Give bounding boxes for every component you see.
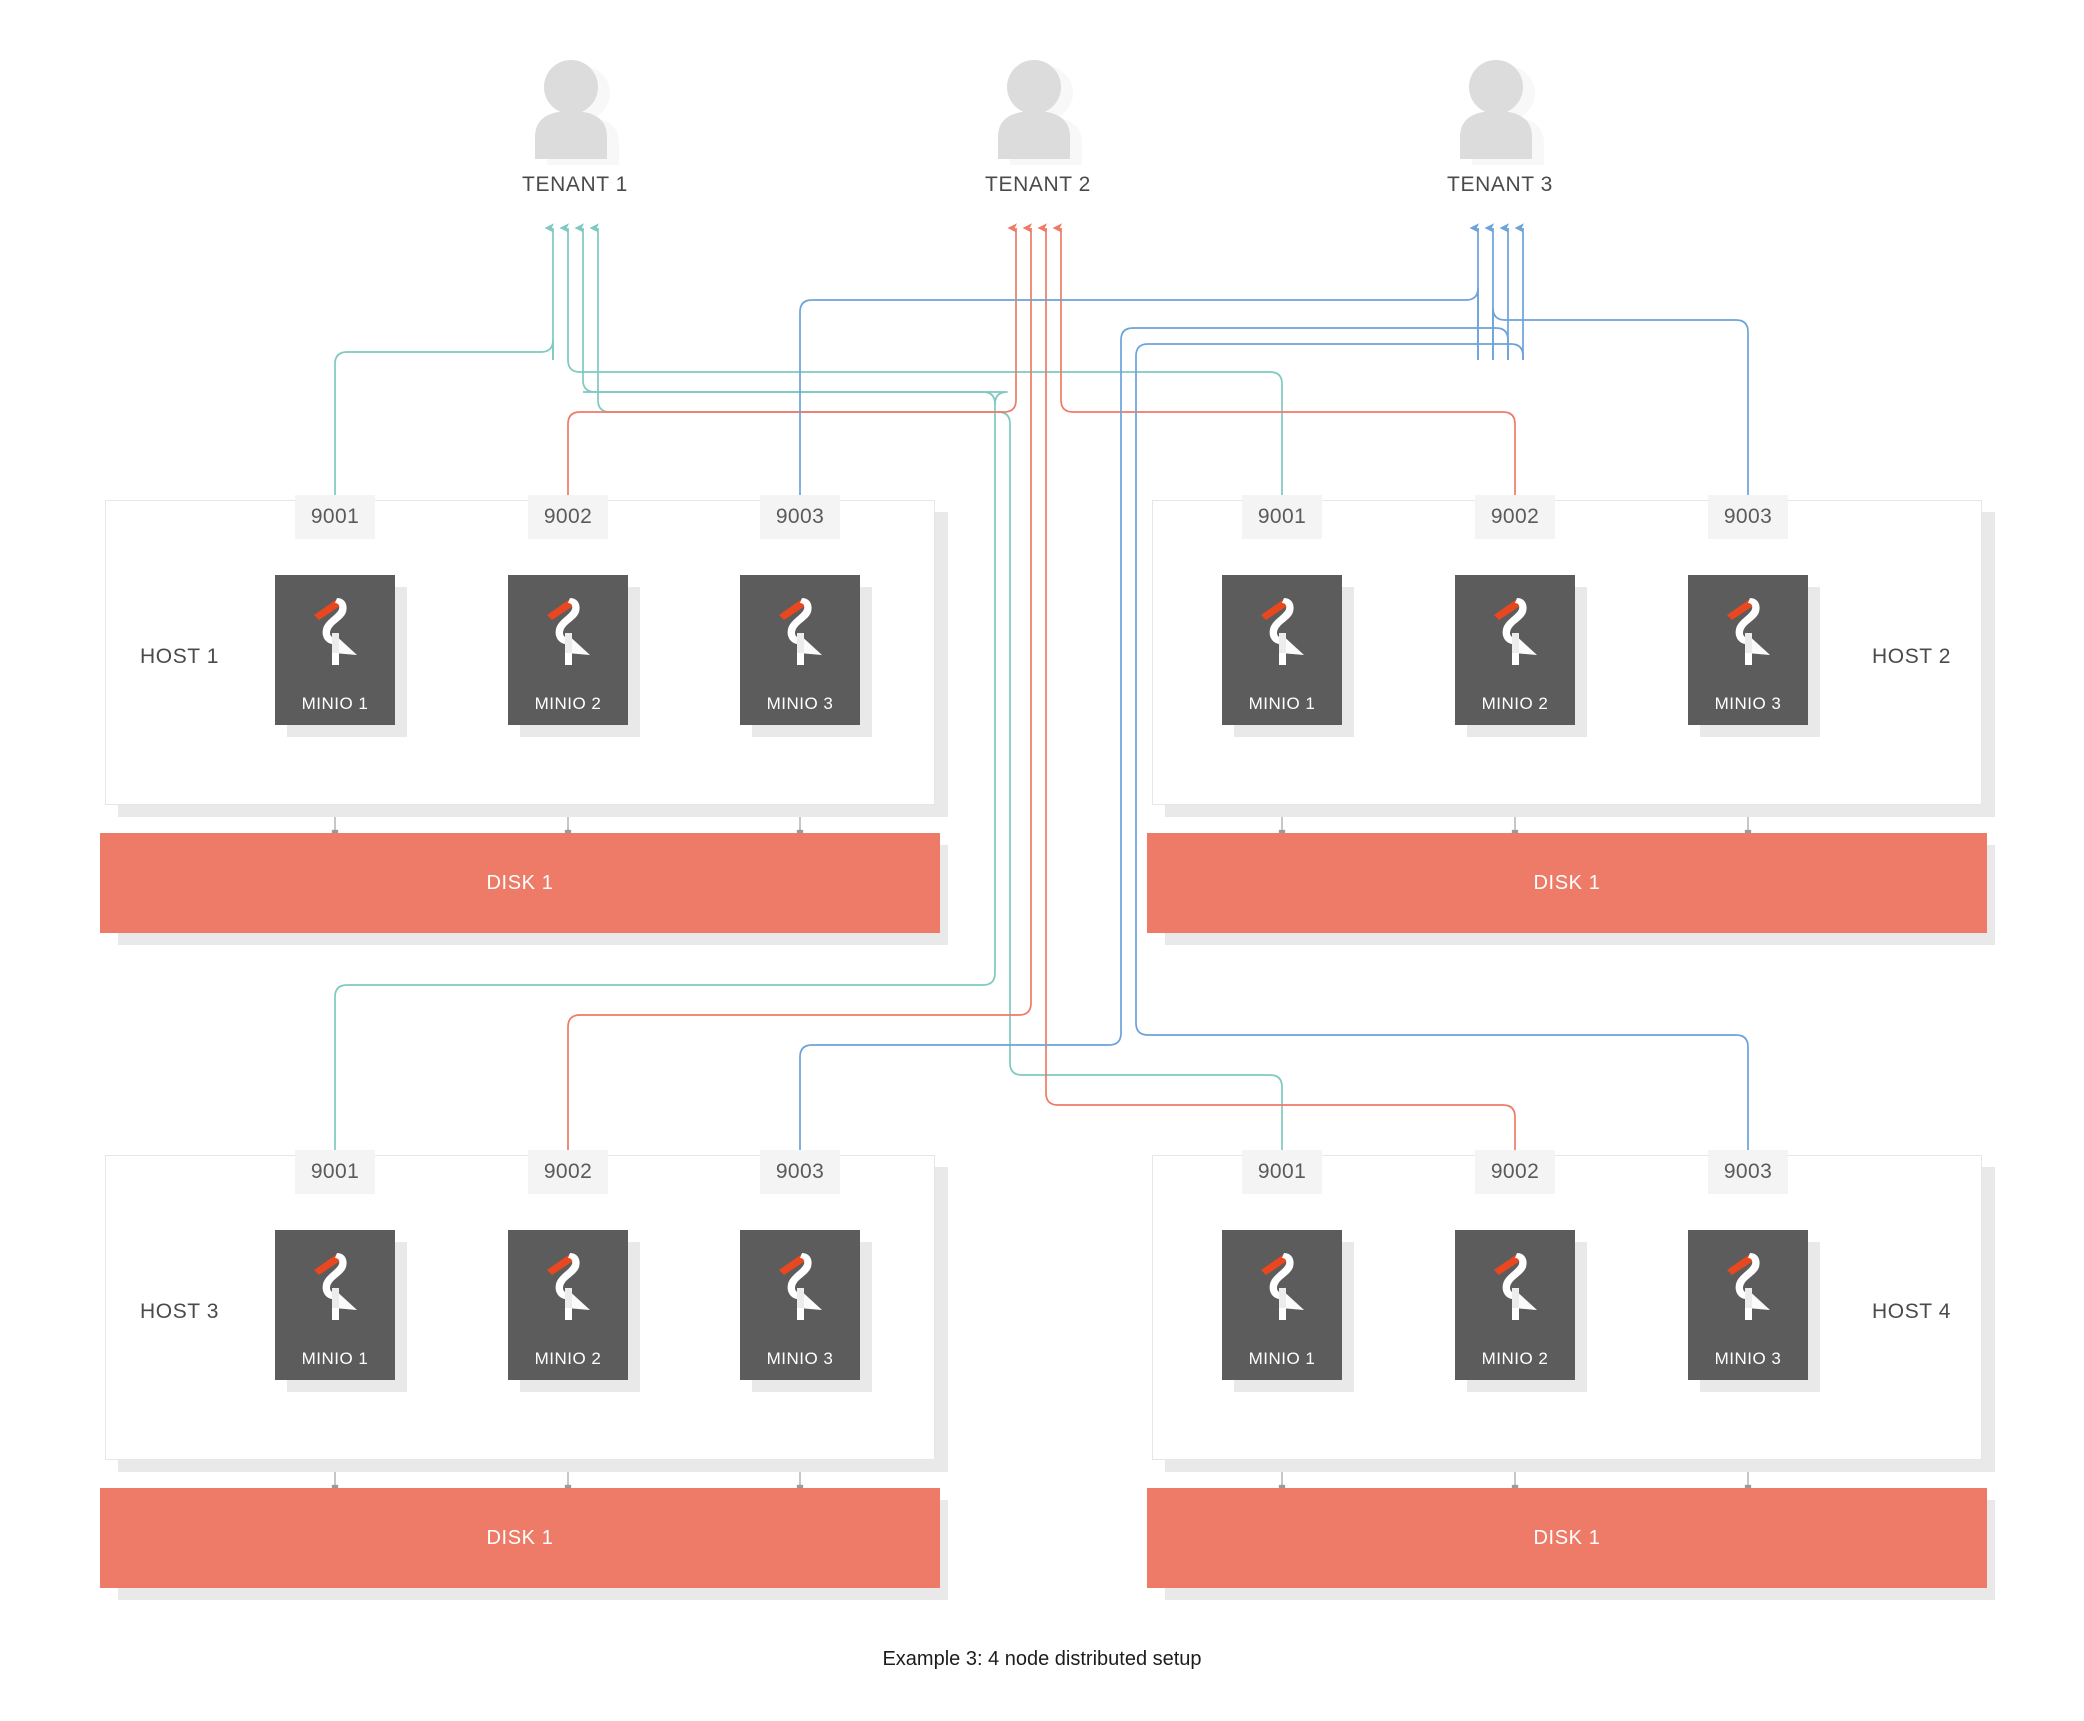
host-2-minio-2[interactable]: MINIO 2 xyxy=(1455,575,1575,725)
wire-h2-9002-tenant2 xyxy=(1060,360,1516,495)
node-label: MINIO 2 xyxy=(1481,1349,1549,1368)
minio-stork-icon xyxy=(314,598,357,665)
host-1-port-9003[interactable]: 9003 xyxy=(760,495,840,539)
tenant-label: TENANT 2 xyxy=(985,173,1091,196)
minio-stork-icon xyxy=(1727,598,1770,665)
tenant-1[interactable]: TENANT 1 xyxy=(475,55,675,197)
wire-h2-9003-tenant3 xyxy=(1492,307,1749,495)
host-3-minio-3[interactable]: MINIO 3 xyxy=(740,1230,860,1380)
host-3-disk: DISK 1 xyxy=(100,1488,940,1588)
minio-stork-icon xyxy=(1261,598,1304,665)
tenant1-arrow-stubs xyxy=(544,223,600,360)
host-1-minio-1[interactable]: MINIO 1 xyxy=(275,575,395,725)
minio-stork-icon xyxy=(1261,1253,1304,1320)
host-4-minio-2[interactable]: MINIO 2 xyxy=(1455,1230,1575,1380)
user-avatar-icon xyxy=(1460,60,1532,159)
host-3-label: HOST 3 xyxy=(140,1300,220,1323)
host-3-minio-2[interactable]: MINIO 2 xyxy=(508,1230,628,1380)
minio-stork-icon xyxy=(779,1253,822,1320)
node-label: MINIO 2 xyxy=(1481,694,1549,713)
host-1-label: HOST 1 xyxy=(140,645,220,668)
minio-stork-icon xyxy=(314,1253,357,1320)
node-label: MINIO 3 xyxy=(1714,1349,1782,1368)
node-label: MINIO 3 xyxy=(766,694,834,713)
minio-stork-icon xyxy=(1727,1253,1770,1320)
host-3-minio-1[interactable]: MINIO 1 xyxy=(275,1230,395,1380)
host-2-port-9001[interactable]: 9001 xyxy=(1242,495,1322,539)
tenant2-arrow-stubs xyxy=(1007,223,1063,360)
host-4-label: HOST 4 xyxy=(1872,1300,1952,1323)
node-label: MINIO 1 xyxy=(1248,1349,1316,1368)
host-2-label: HOST 2 xyxy=(1872,645,1952,668)
tenant-2[interactable]: TENANT 2 xyxy=(938,55,1138,197)
host-1-port-9002[interactable]: 9002 xyxy=(528,495,608,539)
node-label: MINIO 3 xyxy=(1714,694,1782,713)
avatar xyxy=(529,55,621,165)
host-3-port-9002[interactable]: 9002 xyxy=(528,1150,608,1194)
host-2-disk: DISK 1 xyxy=(1147,833,1987,933)
node-label: MINIO 2 xyxy=(534,694,602,713)
minio-stork-icon xyxy=(1494,1253,1537,1320)
user-avatar-icon xyxy=(535,60,607,159)
node-label: MINIO 1 xyxy=(1248,694,1316,713)
wire-h1-9002-tenant2 xyxy=(567,360,1017,495)
host-1-minio-2[interactable]: MINIO 2 xyxy=(508,575,628,725)
host-1-port-9001[interactable]: 9001 xyxy=(295,495,375,539)
host-4-disk: DISK 1 xyxy=(1147,1488,1987,1588)
node-label: MINIO 2 xyxy=(534,1349,602,1368)
node-label: MINIO 3 xyxy=(766,1349,834,1368)
host-4-port-9002[interactable]: 9002 xyxy=(1475,1150,1555,1194)
host-4-minio-3[interactable]: MINIO 3 xyxy=(1688,1230,1808,1380)
wire-h1-9003-tenant3 xyxy=(799,287,1479,495)
host-3-port-9003[interactable]: 9003 xyxy=(760,1150,840,1194)
minio-stork-icon xyxy=(1494,598,1537,665)
minio-stork-icon xyxy=(547,1253,590,1320)
node-label: MINIO 1 xyxy=(301,1349,369,1368)
host-3-port-9001[interactable]: 9001 xyxy=(295,1150,375,1194)
host-4-minio-1[interactable]: MINIO 1 xyxy=(1222,1230,1342,1380)
wire-h2-9001-tenant1 xyxy=(567,359,1283,495)
avatar xyxy=(1454,55,1546,165)
host-2-port-9002[interactable]: 9002 xyxy=(1475,495,1555,539)
diagram-caption: Example 3: 4 node distributed setup xyxy=(882,1648,1202,1670)
user-avatar-icon xyxy=(998,60,1070,159)
tenant3-arrow-stubs xyxy=(1469,223,1525,360)
tenant-3[interactable]: TENANT 3 xyxy=(1400,55,1600,197)
host-2-port-9003[interactable]: 9003 xyxy=(1708,495,1788,539)
host-4-port-9001[interactable]: 9001 xyxy=(1242,1150,1322,1194)
host-1-disk: DISK 1 xyxy=(100,833,940,933)
host-1-minio-3[interactable]: MINIO 3 xyxy=(740,575,860,725)
wire-h3-9001-tenant1-b xyxy=(582,360,996,405)
host-2-minio-3[interactable]: MINIO 3 xyxy=(1688,575,1808,725)
minio-stork-icon xyxy=(779,598,822,665)
host-4-port-9003[interactable]: 9003 xyxy=(1708,1150,1788,1194)
wire-h1-9001-tenant1 xyxy=(334,339,554,495)
host-2-minio-1[interactable]: MINIO 1 xyxy=(1222,575,1342,725)
minio-stork-icon xyxy=(547,598,590,665)
tenant-label: TENANT 1 xyxy=(522,173,628,196)
avatar xyxy=(992,55,1084,165)
tenant-label: TENANT 3 xyxy=(1447,173,1553,196)
node-label: MINIO 1 xyxy=(301,694,369,713)
